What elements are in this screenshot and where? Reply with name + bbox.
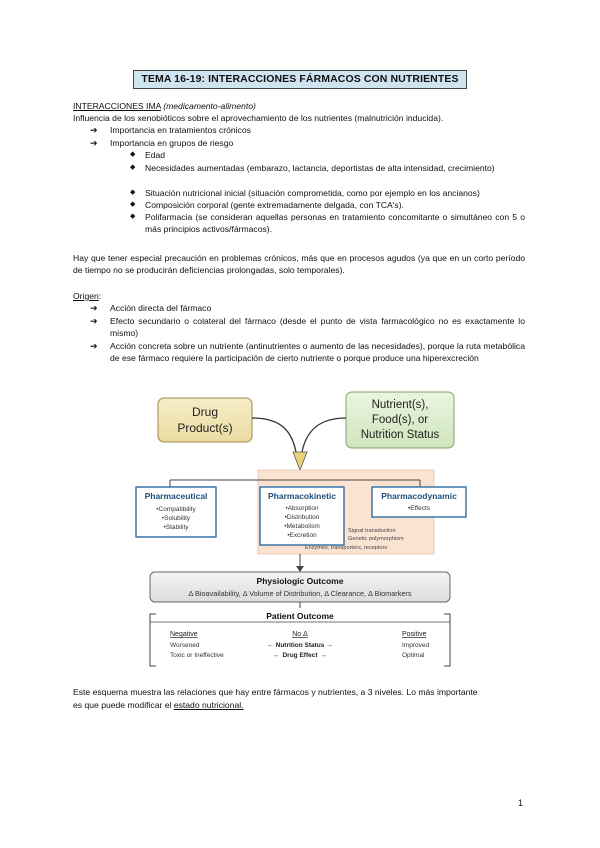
section-heading-sub: (medicamento-alimento) bbox=[163, 101, 256, 111]
neutral-title: No Δ bbox=[292, 631, 308, 638]
sub-bullet-text: Necesidades aumentadas (embarazo, lactan… bbox=[145, 163, 495, 173]
arrow-bullet-icon: ➔ bbox=[90, 303, 98, 313]
negative-title: Negative bbox=[170, 631, 198, 638]
intro-text: Influencia de los xenobióticos sobre el … bbox=[73, 113, 444, 123]
pharmaceutical-item: •Solubility bbox=[162, 515, 191, 522]
pharmaceutical-item: •Compatibility bbox=[156, 506, 196, 513]
patient-outcome-title: Patient Outcome bbox=[266, 611, 334, 621]
diamond-bullet-icon: ◆ bbox=[130, 164, 136, 171]
mechanism-text: Signal transduction bbox=[348, 528, 396, 534]
pharmaceutical-item: •Stability bbox=[163, 524, 189, 531]
neutral-text: Drug Effect bbox=[282, 652, 318, 659]
mechanism-text: Genetic polymorphism bbox=[348, 536, 404, 542]
paragraph-text: Hay que tener especial precaución en pro… bbox=[73, 253, 525, 276]
bullet-text: Importancia en grupos de riesgo bbox=[110, 138, 234, 148]
neutral-text: Nutrition Status bbox=[276, 642, 325, 649]
page-title: TEMA 16-19: INTERACCIONES FÁRMACOS CON N… bbox=[133, 70, 467, 89]
arrow-left-icon: ← bbox=[267, 642, 274, 649]
pharmacodynamic-title: Pharmacodynamic bbox=[381, 491, 457, 501]
arrow-left-icon: ← bbox=[273, 652, 280, 659]
nutrient-label: Nutrient(s), bbox=[372, 399, 429, 411]
positive-text: Improved bbox=[402, 642, 429, 649]
physiologic-outcome-text: Δ Bioavailability, Δ Volume of Distribut… bbox=[189, 589, 412, 598]
origen-item: Acción directa del fármaco bbox=[110, 303, 212, 313]
conclusion-text: Este esquema muestra las relaciones que … bbox=[73, 687, 478, 697]
diamond-bullet-icon: ◆ bbox=[130, 201, 136, 208]
pharmacokinetic-item: •Excretion bbox=[287, 532, 317, 539]
conclusion-line: es que puede modificar el estado nutrici… bbox=[73, 699, 244, 711]
connector-line bbox=[301, 417, 347, 453]
pharmacodynamic-item: •Effects bbox=[408, 505, 431, 512]
sub-bullet-text: Polifarmacia (se consideran aquellas per… bbox=[145, 212, 525, 235]
drug-label: Product(s) bbox=[177, 421, 232, 435]
conclusion-text: es que puede modificar el bbox=[73, 700, 172, 710]
nutrient-box bbox=[345, 391, 455, 449]
page-number: 1 bbox=[518, 798, 524, 808]
mechanism-text: Enzymes, transporters, receptors bbox=[305, 545, 388, 551]
arrow-head-icon bbox=[296, 566, 304, 572]
origen-heading-text: Origen bbox=[73, 291, 99, 301]
arrow-right-icon: → bbox=[326, 642, 333, 649]
arrow-right-icon: → bbox=[320, 652, 327, 659]
origen-item: Efecto secundario o colateral del fármac… bbox=[110, 316, 525, 339]
diamond-bullet-icon: ◆ bbox=[130, 213, 136, 220]
positive-title: Positive bbox=[402, 631, 427, 638]
pharmacokinetic-item: •Metabolism bbox=[284, 523, 320, 530]
sub-bullet-text: Edad bbox=[145, 150, 166, 160]
sub-bullet-text: Composición corporal (gente extremadamen… bbox=[145, 200, 404, 210]
bracket-right bbox=[444, 613, 451, 667]
origen-heading: Origen: bbox=[73, 291, 102, 301]
arrow-bullet-icon: ➔ bbox=[90, 125, 98, 135]
nutrient-label: Nutrition Status bbox=[361, 429, 440, 441]
physiologic-outcome-title: Physiologic Outcome bbox=[257, 576, 344, 586]
pharmacodynamic-box bbox=[371, 486, 467, 518]
negative-text: Toxic or Ineffective bbox=[170, 652, 224, 659]
arrow-bullet-icon: ➔ bbox=[90, 138, 98, 148]
funnel-icon bbox=[292, 451, 308, 472]
pharmacokinetic-item: •Distribution bbox=[285, 514, 320, 521]
conclusion-underlined: estado nutricional. bbox=[173, 700, 244, 710]
pharmacokinetic-title: Pharmacokinetic bbox=[268, 491, 336, 501]
pharmacokinetic-box bbox=[259, 486, 345, 546]
positive-text: Optimal bbox=[402, 652, 425, 659]
pharmaceutical-title: Pharmaceutical bbox=[145, 491, 208, 501]
origen-item: Acción concreta sobre un nutriente (anti… bbox=[110, 341, 525, 364]
pharmacokinetic-item: •Absorption bbox=[285, 505, 319, 512]
drug-box bbox=[157, 397, 253, 443]
nutrient-label: Food(s), or bbox=[372, 414, 428, 426]
diamond-bullet-icon: ◆ bbox=[130, 189, 136, 196]
bullet-text: Importancia en tratamientos crónicos bbox=[110, 125, 251, 135]
connector-line bbox=[251, 417, 297, 453]
drug-label: Drug bbox=[192, 405, 218, 419]
section-heading: INTERACCIONES IMA (medicamento-alimento) bbox=[73, 100, 256, 112]
diamond-bullet-icon: ◆ bbox=[130, 151, 136, 158]
arrow-bullet-icon: ➔ bbox=[90, 316, 98, 326]
pharmaceutical-box bbox=[135, 486, 217, 538]
section-heading-text: INTERACCIONES IMA bbox=[73, 101, 161, 111]
arrow-bullet-icon: ➔ bbox=[90, 341, 98, 351]
sub-bullet-text: Situación nutricional inicial (situación… bbox=[145, 188, 480, 198]
bracket-left bbox=[149, 613, 156, 667]
negative-text: Worsened bbox=[170, 642, 200, 649]
